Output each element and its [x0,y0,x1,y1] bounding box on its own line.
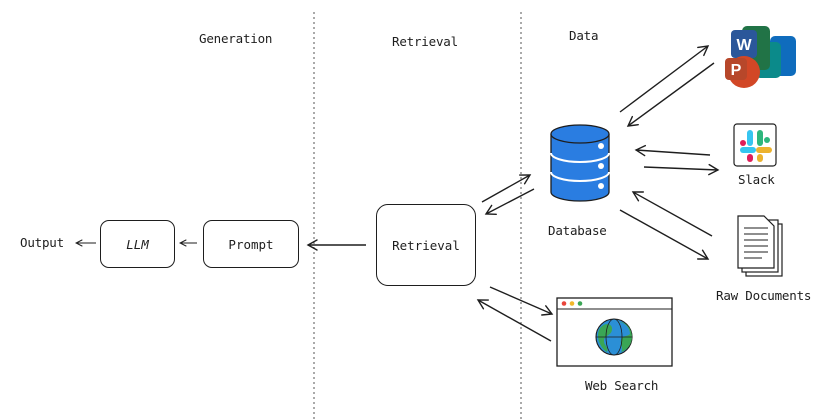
arrow-database-to-slack [643,163,720,176]
arrow-slack-to-database [634,144,711,157]
section-header-data: Data [569,28,599,43]
arrow-documents-to-database [631,191,713,237]
llm-label: LLM [126,236,149,252]
section-header-generation: Generation [199,31,273,46]
database-icon [550,124,610,202]
web-search-label: Web Search [585,378,659,393]
arrow-retrieval-to-database [481,174,532,203]
retrieval-label: Retrieval [392,237,460,253]
arrow-database-to-retrieval [484,188,535,215]
llm-box: LLM [100,220,175,268]
retrieval-box: Retrieval [376,204,476,286]
output-label: Output [20,235,64,250]
word-letter: W [736,37,752,54]
office-apps-icon: W P [725,26,796,88]
powerpoint-letter: P [731,62,742,79]
arrow-database-to-documents [619,209,710,260]
arrow-retrieval-to-websearch [489,286,554,316]
arrow-office-to-database [626,62,715,127]
raw-documents-label: Raw Documents [716,288,812,303]
slack-icon [733,123,777,167]
database-label: Database [548,223,607,238]
browser-globe-icon [556,297,673,367]
prompt-box: Prompt [203,220,299,268]
prompt-label: Prompt [228,236,274,252]
arrow-database-to-office [619,45,710,113]
section-header-retrieval: Retrieval [392,34,458,49]
documents-icon [737,215,783,277]
slack-label: Slack [738,172,775,187]
arrow-websearch-to-retrieval [476,299,552,342]
